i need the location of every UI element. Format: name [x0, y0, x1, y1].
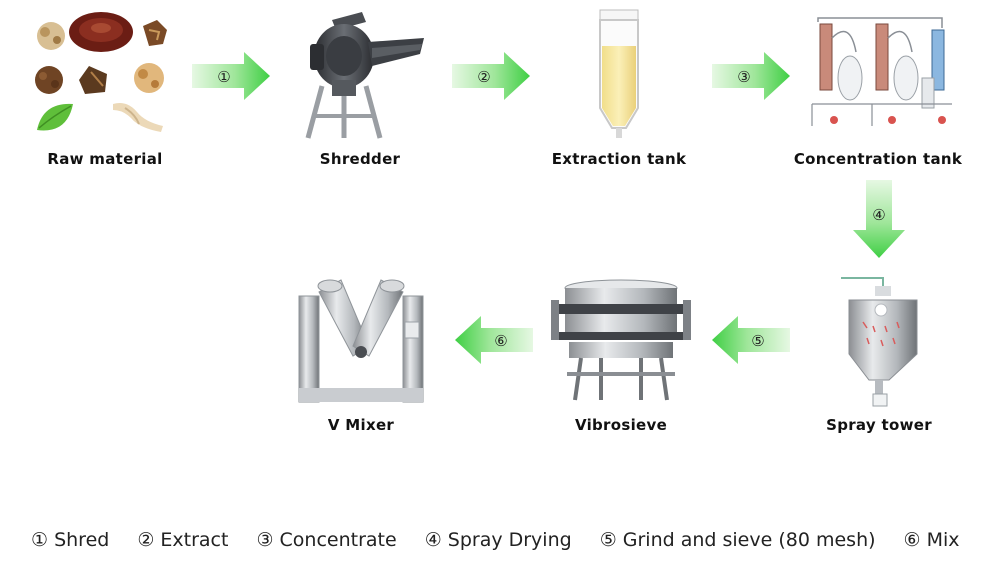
arrow-3-number: ③ — [737, 68, 750, 86]
raw-material-label: Raw material — [47, 150, 163, 168]
extraction-tank-label: Extraction tank — [551, 150, 687, 168]
legend-item-grind-sieve: ⑤ Grind and sieve (80 mesh) — [599, 529, 876, 551]
arrow-4-down: ④ — [853, 180, 905, 258]
shredder-image — [305, 12, 424, 139]
arrow-4-number: ④ — [872, 206, 885, 224]
legend-item-mix: ⑥ Mix — [903, 529, 960, 551]
arrow-2-right: ② — [452, 52, 530, 100]
stage-shredder: Shredder — [292, 8, 428, 168]
legend: ① Shred ② Extract ③ Concentrate ④ Spray … — [31, 529, 960, 551]
vibrosieve-label: Vibrosieve — [574, 416, 668, 434]
arrow-1-right: ① — [192, 52, 270, 100]
concentration-tank-label: Concentration tank — [793, 150, 963, 168]
legend-item-concentrate: ③ Concentrate — [256, 529, 397, 551]
stage-raw-material: Raw material — [25, 8, 185, 168]
v-mixer-label: V Mixer — [327, 416, 395, 434]
v-mixer-image — [298, 279, 424, 403]
arrow-6-left: ⑥ — [455, 316, 533, 364]
spray-tower-label: Spray tower — [826, 416, 932, 434]
arrow-5-left: ⑤ — [712, 316, 790, 364]
arrow-2-number: ② — [477, 68, 490, 86]
legend-item-spray-drying: ④ Spray Drying — [424, 529, 572, 551]
extraction-tank-image — [599, 9, 639, 138]
arrow-3-right: ③ — [712, 52, 790, 100]
vibrosieve-image — [551, 279, 691, 401]
stage-spray-tower: Spray tower — [823, 270, 935, 434]
stage-concentration-tank: Concentration tank — [792, 8, 964, 168]
arrow-1-number: ① — [217, 68, 230, 86]
legend-item-shred: ① Shred — [31, 529, 110, 551]
legend-item-extract: ② Extract — [137, 529, 229, 551]
concentration-tank-image — [811, 17, 952, 126]
arrow-6-number: ⑥ — [494, 332, 507, 350]
stage-vibrosieve: Vibrosieve — [545, 276, 697, 434]
arrow-5-number: ⑤ — [751, 332, 764, 350]
shredder-label: Shredder — [319, 150, 401, 168]
spray-tower-image — [841, 277, 918, 407]
stage-v-mixer: V Mixer — [291, 276, 431, 434]
raw-material-image — [35, 12, 167, 132]
stage-extraction-tank: Extraction tank — [544, 8, 694, 168]
